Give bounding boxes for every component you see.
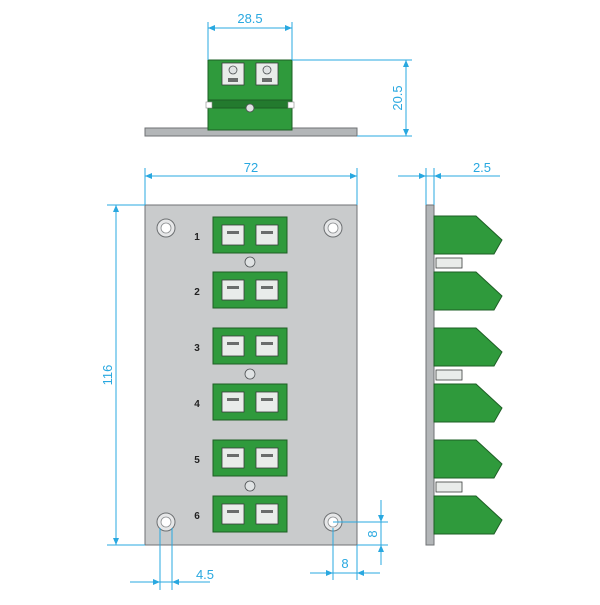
mount-hole-bore bbox=[160, 222, 172, 234]
screw-icon bbox=[244, 480, 256, 492]
dim-label-front-height: 116 bbox=[100, 365, 115, 386]
top-view-clip-left bbox=[205, 101, 213, 109]
arrow-icon bbox=[378, 515, 384, 522]
socket-icon bbox=[221, 391, 245, 413]
socket-pin bbox=[227, 510, 239, 513]
side-connector-1 bbox=[433, 215, 503, 269]
socket-icon bbox=[255, 224, 279, 246]
arrow-icon bbox=[153, 579, 160, 585]
arrow-icon bbox=[378, 545, 384, 552]
connector-row-6: 6 bbox=[194, 495, 288, 533]
screw-icon bbox=[244, 368, 256, 380]
arrow-icon bbox=[208, 25, 215, 31]
side-connector-clip bbox=[435, 369, 463, 381]
socket-pin bbox=[227, 231, 239, 234]
connector-row-3: 3 bbox=[194, 327, 288, 380]
top-view-clip-right bbox=[287, 101, 295, 109]
side-connector-body bbox=[433, 215, 503, 255]
mount-hole-bore bbox=[160, 516, 172, 528]
arrow-icon bbox=[145, 173, 152, 179]
connector-row-1: 1 bbox=[194, 216, 288, 268]
side-connector-6 bbox=[433, 495, 503, 535]
socket-pin bbox=[261, 286, 273, 289]
side-connector-2 bbox=[433, 271, 503, 311]
dim-label-front-width: 72 bbox=[244, 160, 258, 175]
arrow-icon bbox=[350, 173, 357, 179]
top-view-pin bbox=[262, 78, 272, 82]
top-view-screw-icon bbox=[262, 65, 272, 75]
channel-number: 2 bbox=[194, 287, 200, 298]
arrow-icon bbox=[172, 579, 179, 585]
connector-row-4: 4 bbox=[194, 383, 288, 421]
socket-icon bbox=[255, 279, 279, 301]
socket-pin bbox=[261, 454, 273, 457]
channel-number: 4 bbox=[194, 399, 200, 410]
mount-hole-bore bbox=[327, 222, 339, 234]
socket-pin bbox=[261, 398, 273, 401]
arrow-icon bbox=[113, 538, 119, 545]
side-connector-5 bbox=[433, 439, 503, 493]
mount-hole-top-left bbox=[156, 218, 176, 238]
arrow-icon bbox=[434, 173, 441, 179]
socket-pin bbox=[227, 286, 239, 289]
side-connector-clip bbox=[435, 481, 463, 493]
socket-icon bbox=[221, 447, 245, 469]
socket-pin bbox=[261, 231, 273, 234]
connector-row-2: 2 bbox=[194, 271, 288, 309]
socket-icon bbox=[221, 335, 245, 357]
socket-pin bbox=[227, 454, 239, 457]
socket-icon bbox=[255, 447, 279, 469]
socket-pin bbox=[227, 398, 239, 401]
side-connector-body bbox=[433, 383, 503, 423]
dim-label-corner-x: 8 bbox=[341, 556, 348, 571]
arrow-icon bbox=[326, 570, 333, 576]
side-connector-body bbox=[433, 439, 503, 479]
arrow-icon bbox=[403, 60, 409, 67]
channel-number: 1 bbox=[194, 232, 200, 243]
socket-icon bbox=[255, 391, 279, 413]
top-view-screw-icon bbox=[228, 65, 238, 75]
arrow-icon bbox=[113, 205, 119, 212]
top-view-mount-screw-icon bbox=[245, 103, 255, 113]
dim-label-corner-y: 8 bbox=[365, 530, 380, 537]
top-view: 28.5 20.5 bbox=[144, 11, 412, 137]
side-view-plate bbox=[425, 204, 435, 546]
dim-label-top-width: 28.5 bbox=[237, 11, 262, 26]
channel-number: 6 bbox=[194, 511, 200, 522]
socket-icon bbox=[221, 279, 245, 301]
connector-row-5: 5 bbox=[194, 439, 288, 492]
socket-pin bbox=[261, 342, 273, 345]
arrow-icon bbox=[285, 25, 292, 31]
socket-icon bbox=[255, 503, 279, 525]
mount-hole-top-right bbox=[323, 218, 343, 238]
arrow-icon bbox=[403, 129, 409, 136]
arrow-icon bbox=[419, 173, 426, 179]
side-connector-body bbox=[433, 271, 503, 311]
dim-label-thickness: 2.5 bbox=[473, 160, 491, 175]
channel-number: 5 bbox=[194, 455, 200, 466]
socket-pin bbox=[261, 510, 273, 513]
socket-icon bbox=[221, 224, 245, 246]
side-connector-3 bbox=[433, 327, 503, 381]
socket-icon bbox=[255, 335, 279, 357]
mount-hole-bottom-left bbox=[156, 512, 176, 532]
channel-number: 3 bbox=[194, 343, 200, 354]
front-view: 1 2 3 4 bbox=[100, 160, 388, 590]
arrow-icon bbox=[357, 570, 364, 576]
dim-label-top-height: 20.5 bbox=[390, 85, 405, 110]
top-view-connector bbox=[207, 59, 293, 131]
socket-icon bbox=[221, 503, 245, 525]
top-view-pin bbox=[228, 78, 238, 82]
socket-pin bbox=[227, 342, 239, 345]
screw-icon bbox=[244, 256, 256, 268]
side-view: 2.5 bbox=[398, 160, 503, 546]
dim-label-hole: 4.5 bbox=[196, 567, 214, 582]
side-connector-body bbox=[433, 327, 503, 367]
side-connector-body bbox=[433, 495, 503, 535]
side-connector-clip bbox=[435, 257, 463, 269]
side-connector-4 bbox=[433, 383, 503, 423]
